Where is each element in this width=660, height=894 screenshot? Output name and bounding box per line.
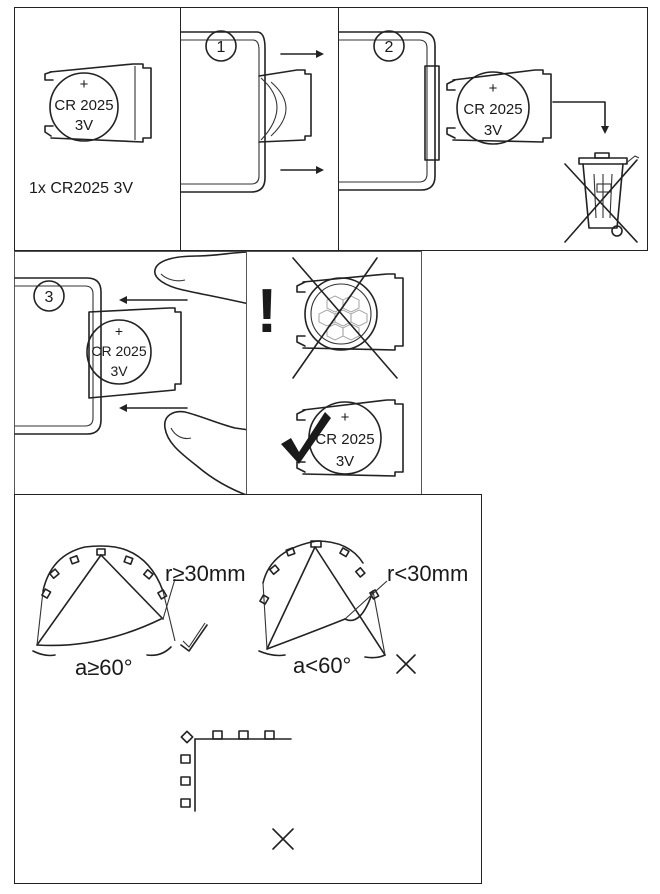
battery-voltage: 3V bbox=[336, 453, 354, 470]
cross-line bbox=[292, 257, 378, 379]
panel-step-1: 1 bbox=[180, 7, 340, 251]
correct-tray bbox=[302, 399, 404, 477]
battery-plus: + bbox=[341, 409, 350, 426]
warning-exclamation-icon: ! bbox=[257, 277, 278, 346]
battery-model: CR 2025 bbox=[463, 101, 522, 118]
battery-plus: + bbox=[115, 323, 123, 339]
coin-cell-icon bbox=[456, 71, 530, 145]
battery-plus: + bbox=[489, 80, 498, 97]
battery-tray-illustration: + CR 2025 3V bbox=[44, 63, 152, 143]
finger-bottom-icon bbox=[163, 410, 250, 497]
battery-tray-outline bbox=[49, 63, 152, 143]
orientation-illustration: ! + CR 2025 3V bbox=[257, 257, 404, 477]
pull-arrow-top-icon bbox=[280, 50, 324, 58]
good-check-icon bbox=[180, 624, 208, 652]
crossed-out-bin-icon bbox=[564, 152, 640, 243]
corner-mounting-diagram bbox=[180, 730, 294, 850]
panel-battery-orientation: ! + CR 2025 3V bbox=[246, 251, 422, 495]
dispose-arrow-icon bbox=[552, 101, 609, 134]
good-angle-label: a≥60° bbox=[75, 655, 133, 680]
corner-cross-icon bbox=[272, 828, 294, 850]
battery-voltage: 3V bbox=[110, 363, 128, 379]
tray-sliding-out bbox=[258, 69, 312, 143]
panel-step-2: 2 + CR 2025 3V bbox=[338, 7, 648, 251]
checkmark-icon bbox=[281, 412, 331, 464]
step-1-circle bbox=[205, 30, 237, 62]
step-3-illustration: + CR 2025 3V 3 bbox=[14, 251, 250, 497]
good-radius-label: r≥30mm bbox=[165, 561, 246, 586]
remote-frame bbox=[14, 277, 102, 435]
step-3-circle bbox=[33, 280, 65, 312]
step-1-illustration: 1 bbox=[180, 30, 324, 193]
finger-top-icon bbox=[154, 251, 250, 305]
cross-line bbox=[292, 257, 398, 379]
pull-arrow-bottom-icon bbox=[280, 166, 324, 174]
step-2-illustration: 2 + CR 2025 3V bbox=[338, 30, 640, 243]
step-3-number: 3 bbox=[45, 289, 54, 306]
bad-cross-icon bbox=[396, 654, 416, 674]
battery-caption: 1x CR2025 3V bbox=[29, 180, 134, 197]
coin-cell-icon bbox=[49, 72, 119, 142]
bad-curve-diagram: r<30mm a<60° bbox=[258, 540, 468, 678]
battery-tray bbox=[88, 307, 182, 399]
battery-model: CR 2025 bbox=[91, 343, 146, 359]
coin-cell-icon bbox=[86, 319, 152, 385]
battery-voltage: 3V bbox=[484, 122, 502, 139]
step-1-number: 1 bbox=[217, 39, 226, 56]
battery-wrong-side-icon bbox=[304, 277, 378, 351]
bad-angle-label: a<60° bbox=[293, 653, 351, 678]
svg-text:!: ! bbox=[257, 277, 278, 346]
remote-frame bbox=[338, 31, 436, 191]
battery-tray bbox=[452, 69, 552, 143]
tray-slot bbox=[424, 65, 440, 161]
push-arrow-top-icon bbox=[119, 296, 188, 304]
battery-plus: + bbox=[80, 76, 89, 93]
panel-mounting-curvature: r≥30mm a≥60° r<30mm a<60° bbox=[14, 494, 482, 884]
remote-edge bbox=[180, 31, 266, 193]
push-arrow-bottom-icon bbox=[119, 404, 188, 412]
panel-step-3: + CR 2025 3V 3 bbox=[14, 251, 250, 497]
good-curve-diagram: r≥30mm a≥60° bbox=[32, 545, 246, 680]
panel-battery-included: + CR 2025 3V 1x CR2025 3V bbox=[14, 7, 182, 251]
bad-radius-label: r<30mm bbox=[387, 561, 468, 586]
step-2-circle bbox=[373, 30, 405, 62]
curvature-illustration: r≥30mm a≥60° r<30mm a<60° bbox=[32, 540, 468, 850]
battery-model: CR 2025 bbox=[54, 97, 113, 114]
battery-model: CR 2025 bbox=[315, 431, 374, 448]
battery-voltage: 3V bbox=[75, 117, 93, 134]
step-2-number: 2 bbox=[385, 39, 394, 56]
wrong-tray bbox=[302, 273, 404, 351]
